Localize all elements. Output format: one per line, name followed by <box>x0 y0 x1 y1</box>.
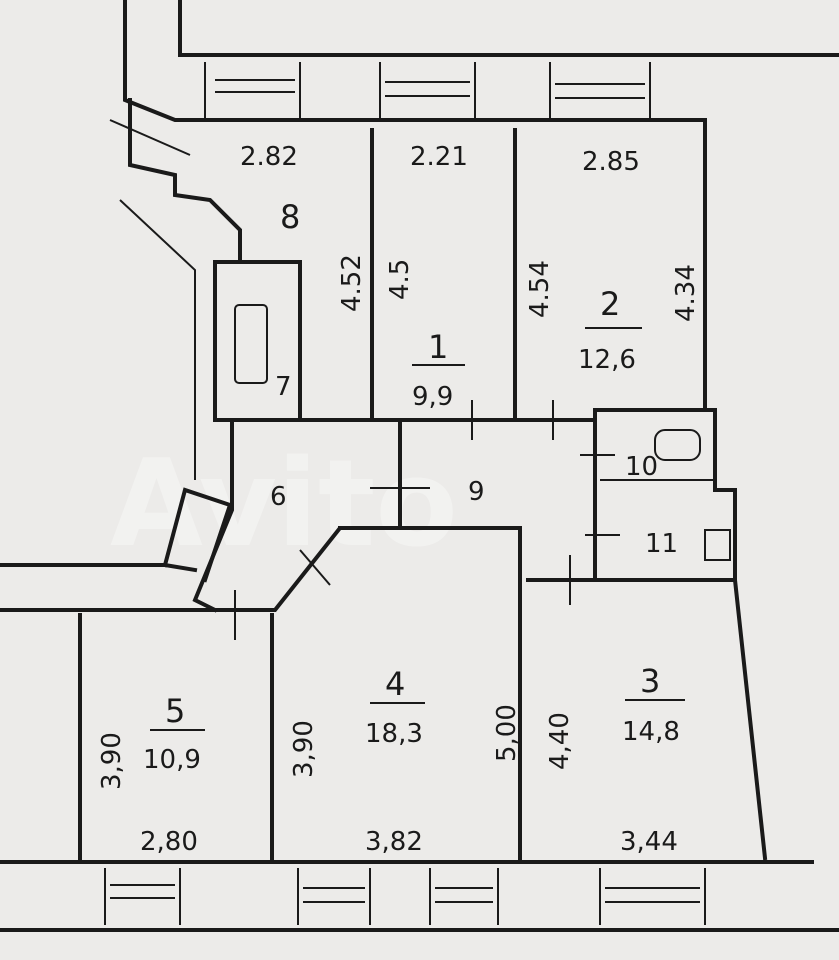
room-7-number: 7 <box>275 372 292 402</box>
room-11-number: 11 <box>645 529 678 559</box>
room-5-area: 10,9 <box>143 745 201 775</box>
room-8-length: 4.52 <box>337 254 367 312</box>
toilet-icon <box>654 429 701 461</box>
room-8-number: 8 <box>280 198 300 236</box>
room-4-area: 18,3 <box>365 719 423 749</box>
room-2-length-left: 4.54 <box>525 260 555 318</box>
room-5-width: 2,80 <box>140 827 198 857</box>
room-4-number: 4 <box>385 665 405 703</box>
room-3: 3 14,8 4,40 3,44 <box>545 662 680 857</box>
room-2-length-right: 4.34 <box>671 264 701 322</box>
room-1-number: 1 <box>428 328 448 366</box>
room-3-number: 3 <box>640 662 660 700</box>
room-8-width: 2.82 <box>240 142 298 172</box>
room-5-number: 5 <box>165 692 185 730</box>
room-3-length: 4,40 <box>545 712 575 770</box>
room-1: 2.21 4.5 1 9,9 <box>385 142 468 412</box>
room-4-length-right: 5,00 <box>492 704 522 762</box>
room-4-length-left: 3,90 <box>289 720 319 778</box>
room-5-length: 3,90 <box>97 732 127 790</box>
stove-icon <box>234 304 268 384</box>
room-6-number: 6 <box>270 482 287 512</box>
room-3-width: 3,44 <box>620 827 678 857</box>
room-5: 5 10,9 3,90 2,80 <box>97 692 201 857</box>
room-10-number: 10 <box>625 452 658 482</box>
room-1-length: 4.5 <box>385 259 415 300</box>
room-2-area: 12,6 <box>578 345 636 375</box>
room-4: 4 18,3 3,90 5,00 3,82 <box>289 665 522 857</box>
room-2-number: 2 <box>600 285 620 323</box>
room-1-width: 2.21 <box>410 142 468 172</box>
room-1-area: 9,9 <box>412 382 453 412</box>
room-9-number: 9 <box>468 477 485 507</box>
room-3-area: 14,8 <box>622 717 680 747</box>
sink-icon <box>704 529 731 561</box>
room-2-width: 2.85 <box>582 147 640 177</box>
walls <box>0 0 839 932</box>
room-8: 2.82 8 4.52 <box>240 142 367 312</box>
room-2: 2.85 4.54 4.34 2 12,6 <box>525 147 701 375</box>
room-4-width: 3,82 <box>365 827 423 857</box>
